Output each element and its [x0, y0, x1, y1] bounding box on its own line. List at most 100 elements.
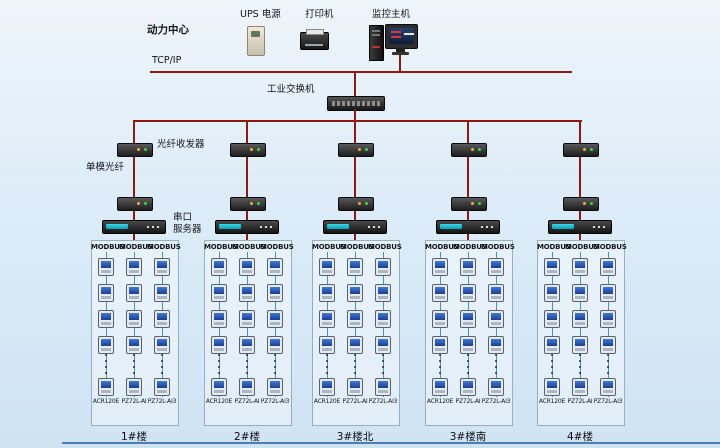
modbus-label: MODBUS [537, 243, 571, 251]
meter-base [129, 348, 139, 351]
meter-base [350, 296, 360, 299]
fiber-transceiver-icon [230, 197, 266, 211]
meter-base [101, 348, 111, 351]
meter-screen [547, 313, 557, 320]
meter-base [242, 296, 252, 299]
meter-screen [157, 287, 167, 294]
building-label: 4#楼 [567, 431, 593, 443]
meter-icon [126, 310, 142, 328]
meter-screen [322, 313, 332, 320]
modbus-label: MODBUS [260, 243, 294, 251]
meter-icon [98, 284, 114, 302]
meter-screen [214, 261, 224, 268]
single-mode-fiber-line [579, 156, 581, 197]
industrial-switch-icon [327, 96, 385, 111]
meter-icon [488, 336, 504, 354]
single-mode-fiber-line [354, 156, 356, 197]
meter-screen [270, 339, 280, 346]
meter-icon [544, 310, 560, 328]
meter-screen [575, 313, 585, 320]
host-drop-line [399, 55, 401, 72]
meter-icon [126, 336, 142, 354]
meter-base [101, 296, 111, 299]
meter-base [157, 390, 167, 393]
meter-base [603, 270, 613, 273]
meter-base [435, 348, 445, 351]
meter-base [435, 390, 445, 393]
meter-icon [460, 258, 476, 276]
continuation-dots-icon [467, 354, 469, 356]
meter-base [242, 390, 252, 393]
meter-icon [239, 258, 255, 276]
meter-base [129, 296, 139, 299]
switch-label: 工业交换机 [267, 84, 315, 95]
meter-screen [463, 287, 473, 294]
meter-screen [101, 381, 111, 388]
fiber-transceiver-icon [451, 197, 487, 211]
meter-base [378, 390, 388, 393]
meter-screen [547, 261, 557, 268]
meter-base [463, 270, 473, 273]
column-drop-line [133, 122, 135, 143]
continuation-dots-icon [105, 354, 107, 356]
meter-base [157, 348, 167, 351]
meter-icon [572, 310, 588, 328]
meter-screen [157, 339, 167, 346]
monitor-screen [389, 28, 414, 44]
building-label: 3#楼南 [449, 431, 487, 443]
single-mode-fiber-label: 单模光纤 [86, 162, 125, 173]
meter-screen [463, 339, 473, 346]
meter-model-label: PZ72L-AI3 [147, 398, 177, 405]
meter-screen [575, 261, 585, 268]
meter-screen [435, 339, 445, 346]
switch-riser-line [354, 73, 356, 96]
power-center-label: 动力中心 [147, 24, 189, 36]
meter-icon [211, 284, 227, 302]
meter-base [575, 390, 585, 393]
meter-base [270, 296, 280, 299]
meter-base [322, 322, 332, 325]
meter-base [435, 322, 445, 325]
meter-screen [157, 313, 167, 320]
meter-screen [491, 339, 501, 346]
meter-screen [242, 261, 252, 268]
distribution-line [133, 120, 582, 122]
fiber-transceiver-icon [117, 197, 153, 211]
serial-server-icon [436, 220, 500, 234]
meter-icon [126, 284, 142, 302]
meter-screen [491, 287, 501, 294]
continuation-dots-icon [607, 354, 609, 356]
meter-icon [572, 258, 588, 276]
meter-icon [460, 310, 476, 328]
meter-screen [242, 381, 252, 388]
meter-model-label: PZ72L-AI [455, 398, 481, 405]
meter-base [270, 348, 280, 351]
meter-screen [491, 313, 501, 320]
meter-icon [319, 378, 335, 396]
meter-icon [154, 336, 170, 354]
meter-screen [129, 261, 139, 268]
transceiver-server-line [467, 210, 469, 220]
meter-icon [600, 310, 616, 328]
meter-base [350, 348, 360, 351]
meter-icon [267, 336, 283, 354]
meter-base [491, 348, 501, 351]
meter-base [575, 348, 585, 351]
building-label: 1#楼 [121, 431, 147, 443]
meter-base [547, 322, 557, 325]
meter-base [214, 390, 224, 393]
meter-screen [350, 261, 360, 268]
meter-model-label: ACR120E [313, 398, 341, 405]
meter-icon [319, 336, 335, 354]
serial-server-icon [215, 220, 279, 234]
meter-base [350, 270, 360, 273]
meter-base [378, 296, 388, 299]
meter-icon [347, 284, 363, 302]
fiber-transceiver-icon [230, 143, 266, 157]
modbus-label: MODBUS [425, 243, 459, 251]
meter-screen [378, 287, 388, 294]
modbus-label: MODBUS [593, 243, 627, 251]
fiber-transceiver-icon [338, 197, 374, 211]
continuation-dots-icon [382, 354, 384, 356]
meter-icon [432, 378, 448, 396]
